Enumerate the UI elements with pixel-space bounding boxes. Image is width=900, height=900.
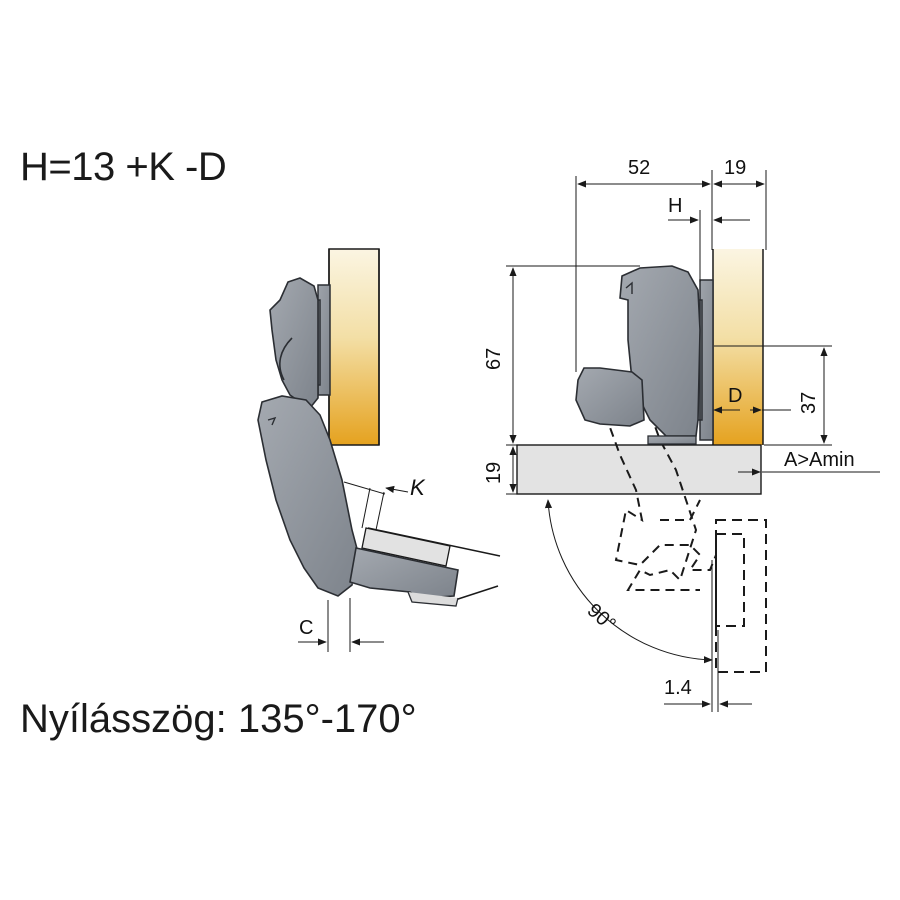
dimension-1-4: 1.4 bbox=[664, 560, 752, 712]
dimension-h: H bbox=[668, 195, 750, 282]
label-19-side: 19 bbox=[483, 462, 505, 484]
dimension-19-side: 19 bbox=[483, 446, 560, 495]
label-37: 37 bbox=[798, 392, 820, 414]
left-k-dimension: K bbox=[343, 475, 426, 531]
label-1-4: 1.4 bbox=[664, 677, 692, 699]
left-hinge-body bbox=[257, 395, 361, 597]
label-52: 52 bbox=[628, 157, 650, 179]
left-door-edge-strip bbox=[361, 527, 451, 567]
hinge-formula: H=13 +K -D bbox=[20, 145, 227, 189]
label-a-amin: A>Amin bbox=[784, 449, 855, 471]
label-c: C bbox=[299, 617, 313, 639]
opening-angle-note: Nyílásszög: 135°-170° bbox=[20, 697, 417, 741]
left-hinge-arm bbox=[269, 277, 319, 410]
right-hinge-view: 52 19 H 67 37 bbox=[483, 157, 880, 712]
dimension-37: 37 bbox=[714, 345, 832, 446]
dimension-a-amin: A>Amin bbox=[738, 449, 880, 476]
dimension-19-top: 19 bbox=[713, 157, 765, 188]
dimension-d: D bbox=[713, 385, 791, 414]
left-hinge-view: K C bbox=[257, 248, 501, 652]
right-open-door-outline bbox=[715, 519, 767, 673]
right-hinge-cup bbox=[575, 367, 645, 427]
left-cabinet-wall bbox=[328, 248, 380, 446]
label-k: K bbox=[410, 475, 426, 500]
label-67: 67 bbox=[483, 348, 505, 370]
left-c-dimension: C bbox=[298, 598, 384, 652]
opening-angle-arc: 90° bbox=[544, 499, 713, 664]
right-cabinet-wall bbox=[713, 249, 763, 445]
label-90: 90° bbox=[583, 599, 620, 636]
label-19-top: 19 bbox=[724, 157, 746, 179]
label-d: D bbox=[728, 385, 742, 407]
right-door-panel bbox=[516, 444, 762, 495]
dimension-52: 52 bbox=[575, 157, 767, 372]
dimension-67: 67 bbox=[483, 265, 640, 446]
label-h: H bbox=[668, 195, 682, 217]
